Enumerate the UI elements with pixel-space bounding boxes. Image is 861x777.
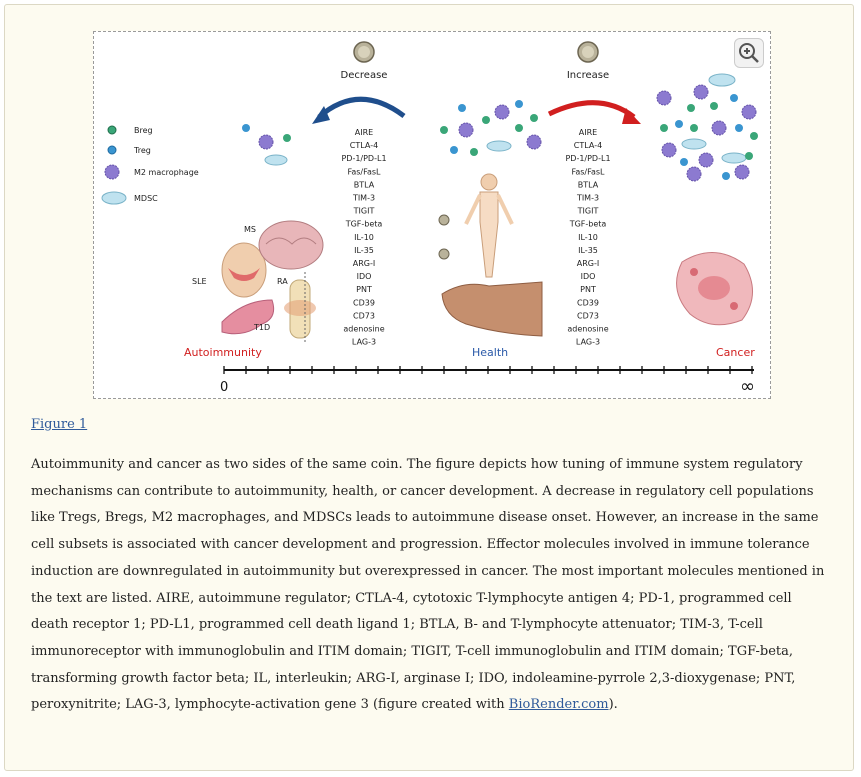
molecule-label: CD73	[577, 311, 599, 320]
molecule-label: TGF-beta	[569, 220, 607, 229]
legend-mdsc-label: MDSC	[134, 194, 158, 203]
molecule-label: Fas/FasL	[571, 167, 605, 176]
t1d-label: T1D	[253, 323, 270, 332]
molecule-label: IDO	[581, 272, 596, 281]
axis-ticks	[223, 366, 753, 374]
molecule-label: CTLA-4	[574, 141, 602, 150]
molecule-label: AIRE	[355, 128, 373, 137]
coin-increase-icon	[577, 41, 599, 63]
molecule-label: PNT	[356, 285, 372, 294]
decrease-arrowhead	[312, 106, 330, 124]
legend-m2-swatch	[104, 164, 120, 180]
ms-label: MS	[244, 225, 256, 234]
molecule-label: adenosine	[567, 325, 608, 334]
legend-treg-label: Treg	[133, 146, 151, 155]
sle-label: SLE	[192, 277, 207, 286]
decrease-label: Decrease	[341, 70, 388, 81]
molecule-label: LAG-3	[352, 338, 376, 347]
legend: Breg Treg M2 macrophage MDSC	[101, 125, 199, 205]
molecule-label: ARG-I	[353, 259, 375, 268]
molecule-label: adenosine	[343, 325, 384, 334]
health-cells	[440, 100, 542, 156]
zoom-in-button[interactable]	[734, 38, 764, 68]
figure-image[interactable]: Decrease Increase Breg Treg M2 macrophag…	[93, 31, 771, 399]
molecule-label: TIGIT	[577, 207, 599, 216]
molecule-label: IL-35	[578, 246, 598, 255]
molecule-label: IDO	[357, 272, 372, 281]
molecule-label: LAG-3	[576, 338, 600, 347]
molecule-label: TGF-beta	[345, 220, 383, 229]
cancer-tissue	[676, 252, 753, 326]
legend-breg-label: Breg	[134, 126, 153, 135]
axis-end-label: ∞	[740, 376, 755, 397]
decrease-arrow	[317, 96, 406, 119]
figure-card: Decrease Increase Breg Treg M2 macrophag…	[4, 4, 854, 771]
molecule-label: ARG-I	[577, 259, 599, 268]
biorender-link[interactable]: BioRender.com	[508, 697, 609, 713]
legend-breg-swatch	[107, 125, 117, 135]
molecule-label: Fas/FasL	[347, 167, 381, 176]
sle-face	[221, 242, 267, 298]
caption-text: Autoimmunity and cancer as two sides of …	[31, 457, 825, 713]
molecule-label: CD39	[577, 298, 599, 307]
molecule-label: TIM-3	[576, 194, 599, 203]
molecule-label: PD-1/PD-L1	[565, 154, 610, 163]
legend-mdsc-swatch	[101, 191, 127, 205]
molecule-label: BTLA	[354, 180, 375, 189]
molecule-label: AIRE	[579, 128, 597, 137]
human-figure	[464, 173, 514, 278]
molecule-label: CTLA-4	[350, 141, 378, 150]
decrease-cells	[242, 124, 291, 166]
molecule-label: TIM-3	[352, 194, 375, 203]
small-coins	[438, 214, 450, 260]
caption-end: ).	[608, 697, 618, 713]
autoimmunity-organs: MS SLE RA T1D	[192, 220, 324, 342]
ms-brain	[258, 220, 324, 270]
molecule-label: CD39	[353, 298, 375, 307]
legend-m2-label: M2 macrophage	[134, 168, 199, 177]
zoom-in-icon	[739, 43, 759, 63]
increase-cells	[656, 73, 758, 182]
increase-label: Increase	[567, 70, 609, 81]
figure-link[interactable]: Figure 1	[31, 417, 88, 432]
molecule-label: BTLA	[578, 180, 599, 189]
molecule-label: TIGIT	[353, 207, 375, 216]
figure-illustration: Decrease Increase Breg Treg M2 macrophag…	[101, 41, 758, 397]
coin-decrease-icon	[353, 41, 375, 63]
molecule-label: IL-35	[354, 246, 374, 255]
axis-start-label: 0	[220, 380, 228, 395]
ra-label: RA	[277, 277, 288, 286]
increase-arrow	[547, 100, 636, 120]
health-label: Health	[472, 346, 508, 359]
cancer-label: Cancer	[716, 346, 755, 359]
t1d-pancreas	[221, 299, 275, 335]
molecule-label: PNT	[580, 285, 596, 294]
figure-caption: Autoimmunity and cancer as two sides of …	[31, 452, 831, 719]
autoimmunity-label: Autoimmunity	[184, 346, 262, 359]
increase-arrowhead	[622, 108, 641, 124]
hand	[441, 281, 543, 337]
molecule-label: IL-10	[578, 233, 598, 242]
molecule-label: CD73	[353, 311, 375, 320]
molecule-label: PD-1/PD-L1	[341, 154, 386, 163]
molecule-label: IL-10	[354, 233, 374, 242]
legend-treg-swatch	[107, 145, 117, 155]
